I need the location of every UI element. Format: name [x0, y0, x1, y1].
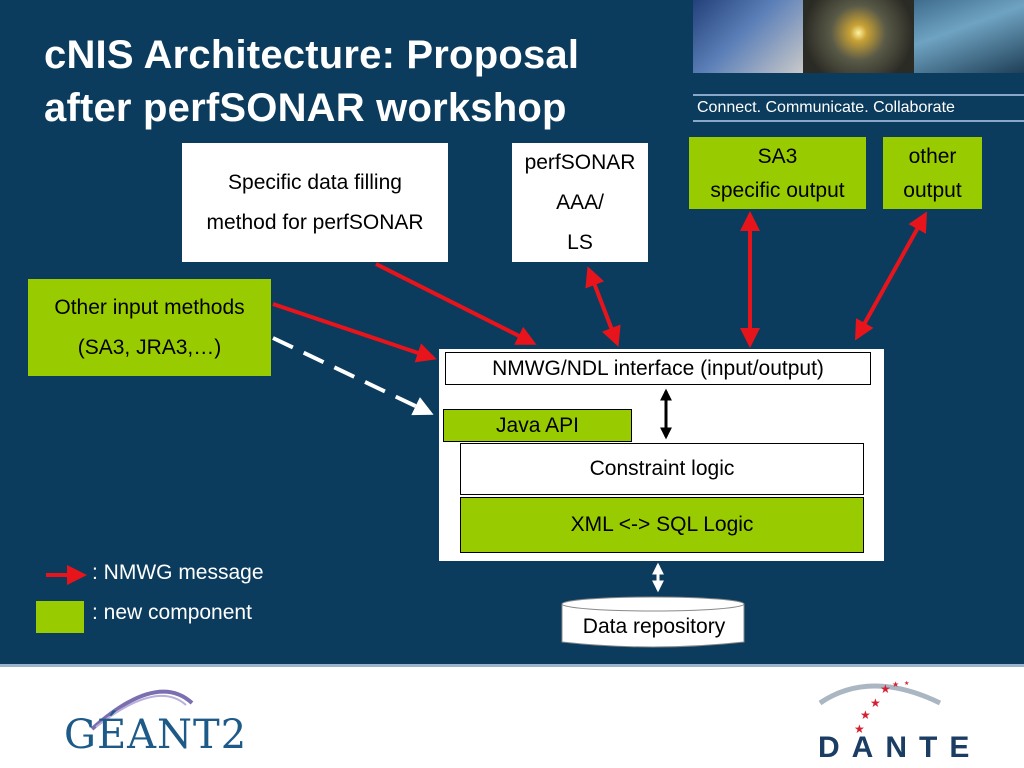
banner-map-image — [913, 0, 1024, 73]
banner-flag-image — [693, 0, 804, 73]
banner-light-image — [803, 0, 914, 73]
other-input-line-1: Other input methods — [54, 296, 245, 319]
nmwg-interface-box: NMWG/NDL interface (input/output) — [445, 352, 871, 385]
svg-text:★: ★ — [854, 722, 865, 736]
specific-filling-line-1: Specific data filling — [228, 171, 402, 194]
data-repository-cylinder — [561, 596, 745, 648]
data-repository-label: Data repository — [582, 615, 726, 638]
slide-body: cNIS Architecture: Proposal after perfSO… — [0, 0, 1024, 664]
svg-text:★: ★ — [892, 680, 899, 689]
svg-text:★: ★ — [880, 682, 891, 696]
dante-wordmark: DANTE — [818, 731, 982, 764]
xml-sql-box: XML <-> SQL Logic — [460, 497, 864, 553]
perfsonar-line-1: perfSONAR — [524, 151, 636, 174]
arrow-perfsonar-interface — [585, 266, 621, 347]
other-input-line-2: (SA3, JRA3,…) — [77, 336, 222, 359]
geant2-wordmark: GÉANT2 — [64, 712, 248, 758]
other-output-line-2: output — [903, 179, 962, 202]
specific-filling-line-2: method for perfSONAR — [206, 211, 424, 234]
sa3-line-2: specific output — [710, 179, 845, 202]
svg-text:★: ★ — [860, 708, 871, 722]
other-output-box: other output — [883, 137, 982, 209]
constraint-logic-box: Constraint logic — [460, 443, 864, 495]
other-input-box: Other input methods (SA3, JRA3,…) — [28, 279, 271, 376]
sa3-output-box: SA3 specific output — [689, 137, 866, 209]
java-api-box: Java API — [443, 409, 632, 442]
svg-text:★: ★ — [870, 696, 881, 710]
legend-nmwg-label: : NMWG message — [92, 561, 264, 584]
arrow-other-output-interface — [855, 211, 927, 341]
perfsonar-box: perfSONAR AAA/ LS — [512, 143, 648, 262]
title-line-2: after perfSONAR workshop — [44, 86, 567, 130]
geant2-logo — [90, 689, 194, 731]
legend-green-swatch — [36, 601, 84, 633]
other-output-line-1: other — [908, 145, 957, 168]
arrow-other-input-java-api — [272, 336, 434, 416]
perfsonar-line-2: AAA/ — [556, 191, 604, 214]
connection-arrows — [46, 211, 927, 593]
arrow-specific-to-interface — [375, 262, 537, 345]
specific-filling-box: Specific data filling method for perfSON… — [182, 143, 448, 262]
perfsonar-line-3: LS — [567, 231, 593, 254]
legend-new-component-label: : new component — [92, 601, 252, 624]
sa3-line-1: SA3 — [757, 145, 798, 168]
title-line-1: cNIS Architecture: Proposal — [44, 33, 580, 77]
svg-text:★: ★ — [904, 680, 909, 687]
header-banner-images — [693, 0, 1024, 73]
tagline: Connect. Communicate. Collaborate — [693, 94, 1024, 122]
dante-stars-logo: ★ ★ ★ ★ ★ ★ — [818, 680, 942, 736]
arrow-other-input-interface — [272, 302, 437, 363]
footer: GÉANT2 ★ ★ ★ ★ ★ ★ DANTE — [0, 664, 1024, 768]
